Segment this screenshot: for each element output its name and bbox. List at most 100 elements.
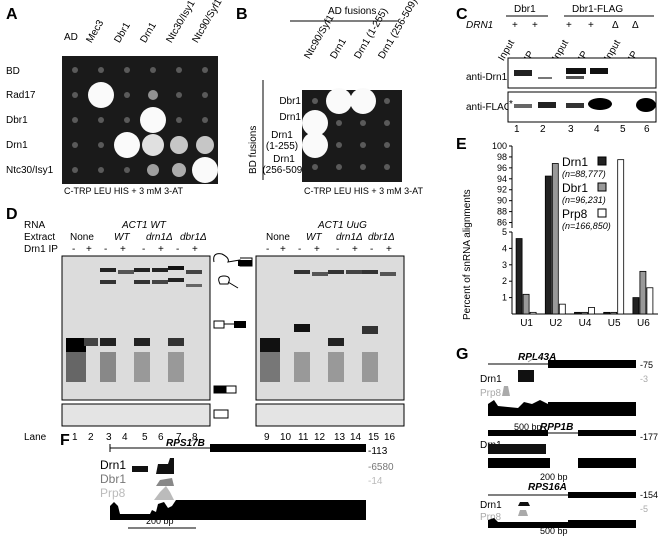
gene-track-g3	[488, 492, 636, 528]
gel-band	[294, 270, 310, 274]
ip-sign: -	[370, 244, 374, 255]
yeast-colony	[98, 142, 104, 148]
yeast-colony	[176, 117, 182, 123]
yeast-colony	[202, 67, 208, 73]
gel-band	[260, 352, 280, 382]
lane-number: 16	[384, 432, 396, 443]
extract-left-2: WT	[114, 232, 130, 243]
bd-fusions-label: BD fusions	[248, 125, 259, 174]
gel-band	[186, 284, 202, 287]
gel-band	[294, 324, 310, 332]
lane-number: 2	[88, 432, 94, 443]
ip-sign: -	[298, 244, 302, 255]
panel-label-b: B	[236, 6, 248, 23]
yeast-colony	[124, 67, 130, 73]
row-label-b-1: Dbr1	[279, 96, 301, 107]
y-tick-label: 98	[497, 152, 507, 162]
yeast-colony	[72, 167, 78, 173]
gel-band	[380, 272, 396, 276]
legend-n: (n=166,850)	[562, 221, 611, 231]
gene-name-g1: RPL43A	[518, 352, 557, 363]
gel-band	[186, 270, 202, 274]
yeast-colony	[192, 157, 218, 183]
ip-sign: +	[386, 244, 392, 255]
ip-sign: +	[192, 244, 198, 255]
western-blot	[507, 57, 657, 123]
spliced-mrna-icon	[213, 385, 227, 394]
y-tick-label: 4	[502, 243, 507, 253]
blot-band	[538, 77, 552, 79]
y-tick-label: 2	[502, 276, 507, 286]
legend-n: (n=88,777)	[562, 169, 606, 179]
gel-band	[168, 338, 184, 346]
legend-label: Prp8	[562, 207, 588, 221]
y-tick-label: 92	[497, 185, 507, 195]
gel-band	[328, 270, 344, 274]
row-label-b-2: Drn1	[279, 112, 301, 123]
bar	[529, 311, 537, 315]
gel-left-bottom	[61, 403, 211, 427]
gel-left-title: ACT1 WT	[122, 220, 166, 231]
lane-number: 12	[314, 432, 326, 443]
exon1-icon	[213, 409, 229, 419]
genotype-6: Δ	[632, 20, 639, 31]
ip-sign: -	[72, 244, 76, 255]
bar	[551, 163, 559, 315]
bar	[639, 270, 647, 315]
yeast-colony	[384, 164, 390, 170]
lane-number: 9	[264, 432, 270, 443]
row-label-a-2: Rad17	[6, 90, 36, 101]
lane-label: Lane	[24, 432, 47, 443]
axis-break	[508, 228, 516, 232]
track-f-1: Drn1	[100, 458, 127, 472]
caption-b: C-TRP LEU HIS + 3 mM 3-AT	[304, 186, 423, 196]
panel-label-a: A	[6, 6, 18, 23]
gel-band	[100, 352, 116, 382]
genotype-1: +	[512, 20, 518, 31]
blot-band	[514, 104, 532, 108]
col-label-a-3: Dbr1	[112, 20, 133, 45]
gel-band	[294, 352, 310, 382]
yeast-colony	[202, 117, 208, 123]
rna-label: RNA	[24, 220, 46, 231]
extract-left-3: drn1Δ	[146, 232, 173, 243]
gel-band	[328, 338, 344, 346]
yeast-colony	[72, 92, 78, 98]
row-label-b-3: Drn1 (1-255)	[265, 130, 299, 152]
gel-band	[100, 268, 116, 272]
group-label-dbr1-flag: Dbr1-FLAG	[572, 4, 624, 15]
ad-fusions-line	[290, 20, 398, 22]
gel-band	[134, 338, 150, 346]
blot-star: *	[509, 99, 513, 110]
value-g1-1: -75	[640, 360, 654, 370]
yeast-colony	[326, 88, 352, 114]
yeast-colony	[302, 110, 328, 136]
yeast-colony	[88, 82, 114, 108]
row-label-a-4: Drn1	[6, 140, 28, 151]
lane-number: 14	[350, 432, 362, 443]
bar	[632, 297, 640, 315]
gel-band	[84, 338, 98, 346]
yeast-colony	[302, 132, 328, 158]
panel-label-e: E	[456, 136, 467, 153]
bd-fusions-line	[262, 80, 264, 180]
extract-right-3: drn1Δ	[336, 232, 363, 243]
yeast-colony	[124, 92, 130, 98]
bar	[544, 175, 552, 315]
ad-fusions-header: AD fusions	[328, 6, 377, 17]
ip-sign: +	[280, 244, 286, 255]
gel-band	[134, 268, 150, 272]
legend-n: (n=96,231)	[562, 195, 606, 205]
yeast-colony	[98, 67, 104, 73]
yeast-colony	[98, 167, 104, 173]
value-f-3: -14	[368, 476, 383, 487]
group-lines	[506, 15, 654, 17]
ip-sign: +	[314, 244, 320, 255]
yeast-colony	[124, 167, 130, 173]
panel-label-g: G	[456, 346, 469, 363]
lane-number: 15	[368, 432, 380, 443]
yeast-colony	[202, 92, 208, 98]
gene-track-g1	[488, 357, 636, 416]
row-label-a-3: Dbr1	[6, 115, 28, 126]
bar	[610, 311, 618, 315]
